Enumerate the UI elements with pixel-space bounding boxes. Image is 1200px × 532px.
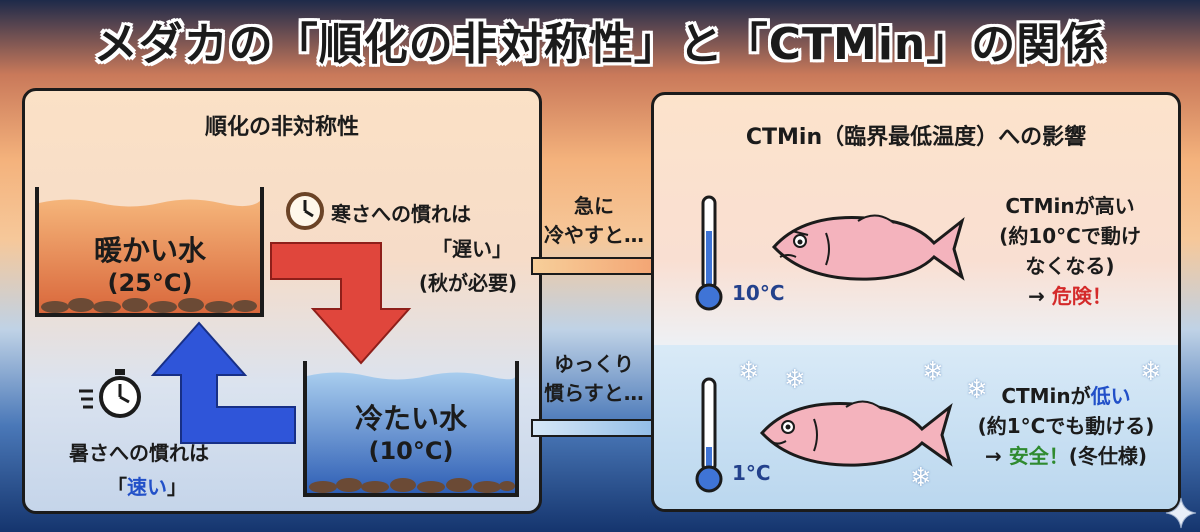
bottom-case-text: CTMinが低い (約1°Cでも動ける) → 安全！(冬仕様) <box>960 381 1172 471</box>
heat-adapt-open: 「 <box>107 475 127 499</box>
top-case-arrow: → <box>1028 284 1045 308</box>
sparkle-icon <box>1165 497 1197 529</box>
cold-adapt-line3: (秋が必要) <box>418 271 518 295</box>
top-case-line4: → 危険！ <box>972 281 1168 311</box>
heat-adapt-line2: 「速い」 <box>107 471 187 500</box>
top-case-line3: なくなる) <box>1025 254 1115 278</box>
top-case-text: CTMinが高い (約10°Cで動け なくなる) → 危険！ <box>972 191 1168 311</box>
warm-tank-label: 暖かい水 (25°C) <box>39 229 261 297</box>
heat-adapt-close: 」 <box>167 475 187 499</box>
heat-adapt-line1: 暑さへの慣れは <box>69 441 209 465</box>
blue-arrow <box>150 321 296 444</box>
bottom-case-line2: (約1°Cでも動ける) <box>977 414 1155 438</box>
acclimation-heading: 順化の非対称性 <box>204 115 359 140</box>
snowflake-icon: ❄ <box>784 365 806 395</box>
sudden-cool-label: 急に 冷やすと… <box>536 190 652 248</box>
warm-tank <box>35 187 264 317</box>
cold-tank <box>303 361 519 497</box>
cold-adapt-line2: 「遅い」 <box>432 237 512 261</box>
cold-tank-label: 冷たい水 (10°C) <box>307 397 515 465</box>
top-case-line2: (約10°Cで動け <box>999 224 1141 248</box>
ctmin-heading: CTMin（臨界最低温度）への影響 <box>745 125 1087 150</box>
fish-icon <box>759 400 953 467</box>
page-title: メダカの「順化の非対称性」と「CTMin」の関係 <box>93 19 1107 70</box>
safe-label: 安全！ <box>1008 444 1069 468</box>
bottom-case-ctmin: CTMinが <box>1001 384 1091 408</box>
snowflake-icon: ❄ <box>966 375 988 405</box>
thermometer-icon <box>695 377 723 493</box>
clock-icon <box>286 192 324 230</box>
snowflake-icon: ❄ <box>910 463 932 493</box>
gradual-cool-line1: ゆっくり <box>554 352 634 376</box>
warm-tank-temp: (25°C) <box>107 269 193 297</box>
gradual-cool-label: ゆっくり 慣らすと… <box>536 348 652 406</box>
cold-adapt-line1: 寒さへの慣れは <box>331 202 471 226</box>
snowflake-icon: ❄ <box>738 357 760 387</box>
bottom-thermometer-temp: 1°C <box>732 461 771 485</box>
snowflake-icon: ❄ <box>922 357 944 387</box>
top-case-line1: CTMinが高い <box>1005 194 1135 218</box>
sudden-cool-line2: 冷やすと… <box>544 223 644 247</box>
bottom-case-line3: → 安全！(冬仕様) <box>960 441 1172 471</box>
thermometer-icon <box>695 195 723 311</box>
fish-icon <box>771 214 965 281</box>
top-thermometer-temp: 10°C <box>732 281 785 305</box>
acclimation-panel: 順化の非対称性 暖かい水 (25°C) <box>22 88 542 514</box>
cold-tank-name: 冷たい水 <box>354 402 467 435</box>
bottom-case-line1: CTMinが低い <box>960 381 1172 411</box>
sudden-cool-line1: 急に <box>574 194 614 218</box>
warm-tank-name: 暖かい水 <box>93 234 206 267</box>
gradual-cool-line2: 慣らすと… <box>544 381 644 405</box>
ctmin-panel: CTMin（臨界最低温度）への影響 ❄ ❄ ❄ ❄ ❄ ❄ 10°C 1°C <box>651 92 1181 512</box>
snowflake-icon: ❄ <box>1140 357 1162 387</box>
red-arrow <box>270 242 412 365</box>
bottom-case-arrow: → <box>984 444 1002 468</box>
cold-tank-temp: (10°C) <box>368 437 454 465</box>
heat-adapt-fast: 速い <box>127 475 167 499</box>
winter-spec-label: (冬仕様) <box>1068 444 1147 468</box>
low-label: 低い <box>1090 384 1131 408</box>
stopwatch-icon <box>79 369 141 418</box>
danger-label: 危険！ <box>1051 284 1112 308</box>
